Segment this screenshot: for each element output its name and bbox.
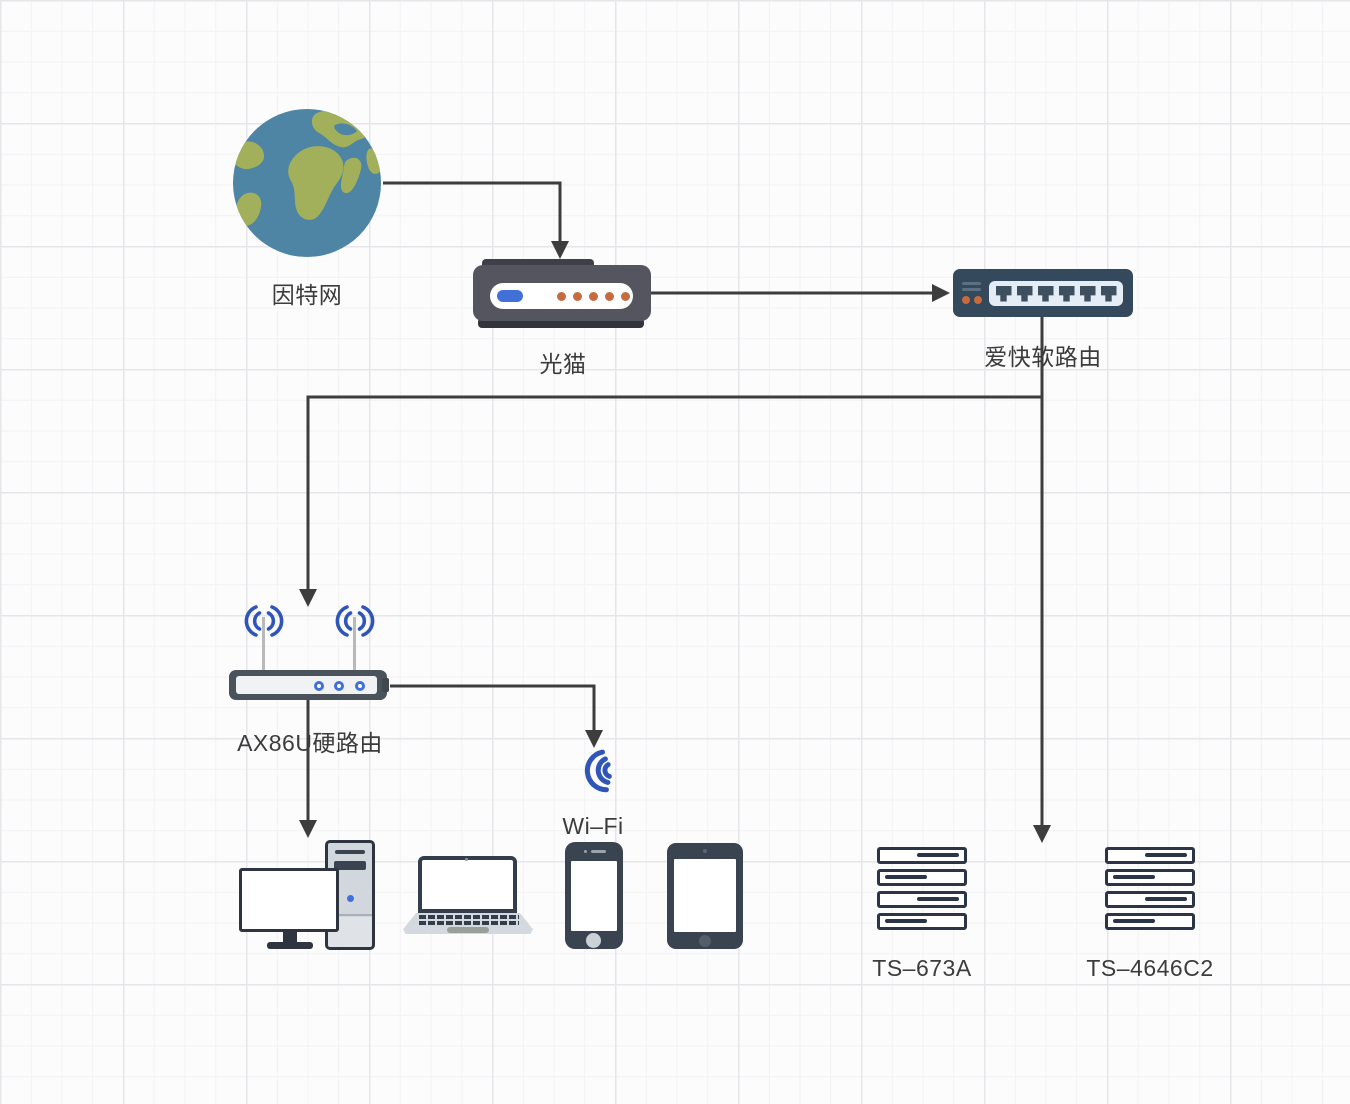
nas-1-label: TS–673A bbox=[872, 955, 972, 981]
modem-label: 光猫 bbox=[539, 351, 587, 377]
router-port-tab bbox=[382, 678, 389, 692]
phone-speaker bbox=[591, 850, 606, 853]
antenna-signal-icon bbox=[244, 605, 284, 637]
tablet-screen bbox=[674, 859, 736, 932]
desktop-monitor-icon bbox=[239, 868, 339, 932]
ethernet-port-icon bbox=[1079, 285, 1096, 302]
monitor-base bbox=[267, 942, 313, 949]
ethernet-port-icon bbox=[1016, 285, 1033, 302]
router-antenna bbox=[262, 617, 265, 673]
router-led bbox=[334, 681, 344, 691]
tablet-icon bbox=[667, 843, 743, 949]
modem-base bbox=[478, 318, 644, 328]
nas-server-icon bbox=[877, 847, 967, 935]
edge-modem-soft-router bbox=[650, 284, 950, 302]
tower-drive-slot bbox=[335, 850, 365, 854]
internet-label: 因特网 bbox=[271, 282, 343, 308]
phone-screen bbox=[571, 861, 617, 931]
tablet-home-button bbox=[699, 935, 711, 947]
wifi-signal-icon bbox=[584, 749, 612, 793]
laptop-base bbox=[403, 913, 533, 934]
modem-status-led bbox=[497, 290, 523, 302]
laptop-touchpad bbox=[447, 927, 489, 933]
soft-router-label: 爱快软路由 bbox=[984, 344, 1102, 370]
nas-drive-bay bbox=[877, 891, 967, 908]
globe-icon bbox=[233, 109, 381, 257]
router-led bbox=[355, 681, 365, 691]
laptop-camera-dot bbox=[465, 858, 468, 861]
nas-drive-bay bbox=[1105, 847, 1195, 864]
switch-vent-line bbox=[962, 288, 981, 291]
phone-camera-dot bbox=[584, 850, 587, 853]
smartphone-icon bbox=[565, 842, 623, 949]
wifi-label: Wi–Fi bbox=[562, 813, 624, 839]
monitor-stand bbox=[283, 930, 297, 942]
nas-drive-bay bbox=[1105, 869, 1195, 886]
laptop-keyboard bbox=[417, 914, 519, 927]
nas-drive-bay bbox=[877, 847, 967, 864]
modem-icon bbox=[473, 255, 653, 330]
nas-drive-bay bbox=[877, 869, 967, 886]
edge-soft-router-nas bbox=[1033, 317, 1051, 843]
antenna-signal-icon bbox=[335, 605, 375, 637]
switch-led bbox=[974, 296, 982, 304]
ethernet-port-icon bbox=[1100, 285, 1117, 302]
ethernet-port-icon bbox=[1037, 285, 1054, 302]
tower-drive-slot bbox=[334, 861, 366, 870]
edge-hard-router-desktop bbox=[299, 700, 317, 838]
laptop-icon bbox=[418, 856, 517, 913]
nas-drive-bay bbox=[1105, 891, 1195, 908]
switch-icon bbox=[953, 269, 1133, 317]
ethernet-port-icon bbox=[995, 285, 1012, 302]
tablet-camera-dot bbox=[703, 849, 707, 853]
router-antenna bbox=[353, 617, 356, 673]
ethernet-port-icon bbox=[1058, 285, 1075, 302]
edge-hard-router-wifi bbox=[390, 684, 603, 748]
nas-drive-bay bbox=[877, 913, 967, 930]
edge-internet-modem bbox=[383, 181, 569, 259]
tower-power-led bbox=[347, 895, 354, 902]
modem-led-row bbox=[557, 292, 630, 301]
wireless-router-icon bbox=[229, 670, 389, 700]
phone-home-button bbox=[586, 933, 601, 948]
hard-router-label: AX86U硬路由 bbox=[237, 730, 383, 756]
tower-divider bbox=[328, 914, 372, 916]
nas-2-label: TS–4646C2 bbox=[1086, 955, 1214, 981]
edge-soft-router-hard-router bbox=[299, 395, 1042, 607]
nas-server-icon bbox=[1105, 847, 1195, 935]
switch-port-panel bbox=[989, 281, 1123, 306]
router-led bbox=[314, 681, 324, 691]
switch-vent-line bbox=[962, 282, 981, 285]
nas-drive-bay bbox=[1105, 913, 1195, 930]
switch-led bbox=[962, 296, 970, 304]
